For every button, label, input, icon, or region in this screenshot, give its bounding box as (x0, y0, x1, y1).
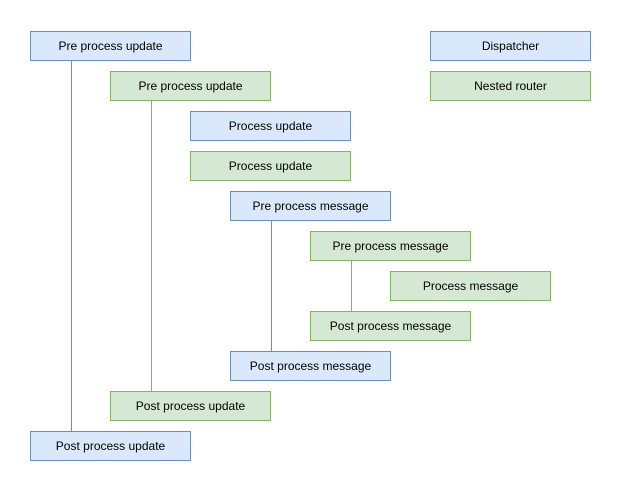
flow-node-n6-label: Pre process message (332, 239, 449, 253)
flow-node-n4[interactable]: Process update (190, 151, 351, 181)
flow-node-n1[interactable]: Pre process update (30, 31, 191, 61)
flow-node-n9-label: Post process message (249, 359, 372, 373)
legend-item-nested[interactable]: Nested router (430, 71, 591, 101)
flow-node-n3-label: Process update (228, 119, 313, 133)
legend-item-dispatcher-label: Dispatcher (481, 39, 540, 53)
flow-node-n7[interactable]: Process message (390, 271, 551, 301)
flow-node-n3[interactable]: Process update (190, 111, 351, 141)
flow-node-n11-label: Post process update (55, 439, 166, 453)
flow-node-n2[interactable]: Pre process update (110, 71, 271, 101)
flow-node-n8[interactable]: Post process message (310, 311, 471, 341)
flow-node-n1-label: Pre process update (58, 39, 163, 53)
flow-node-n9[interactable]: Post process message (230, 351, 391, 381)
flow-node-n10-label: Post process update (135, 399, 246, 413)
connector-n2-to-n10 (151, 100, 152, 391)
flow-node-n10[interactable]: Post process update (110, 391, 271, 421)
flow-node-n8-label: Post process message (329, 319, 452, 333)
legend-item-nested-label: Nested router (474, 79, 547, 93)
legend-item-dispatcher[interactable]: Dispatcher (430, 31, 591, 61)
flow-node-n5-label: Pre process message (252, 199, 369, 213)
flow-node-n7-label: Process message (422, 279, 519, 293)
flow-node-n5[interactable]: Pre process message (230, 191, 391, 221)
flow-node-n11[interactable]: Post process update (30, 431, 191, 461)
connector-n6-to-n8 (351, 260, 352, 311)
connector-n1-to-n11 (71, 60, 72, 431)
flow-node-n6[interactable]: Pre process message (310, 231, 471, 261)
flow-node-n2-label: Pre process update (138, 79, 243, 93)
connector-n5-to-n9 (271, 220, 272, 351)
flow-node-n4-label: Process update (228, 159, 313, 173)
